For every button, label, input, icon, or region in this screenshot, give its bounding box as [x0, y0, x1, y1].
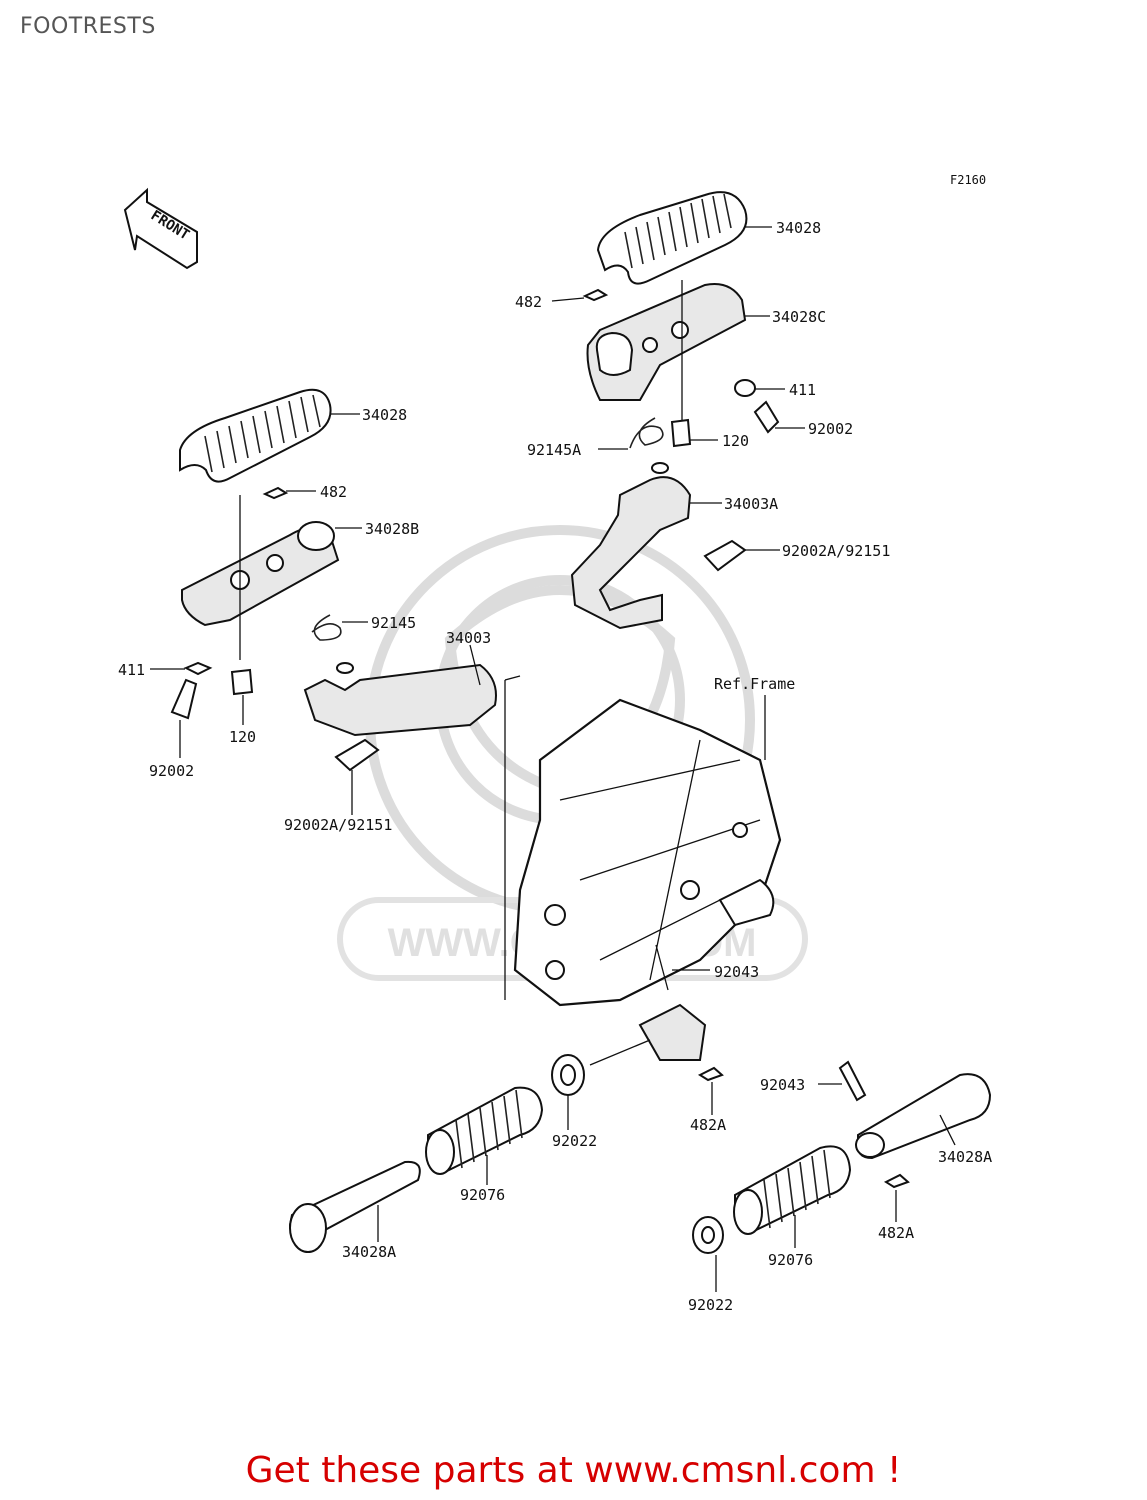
label-92076-a: 92076: [460, 1186, 505, 1204]
label-rl-482: 482: [320, 483, 347, 501]
label-rl-34028B: 34028B: [365, 520, 419, 538]
label-34028A-a: 34028A: [342, 1243, 396, 1261]
label-92022-a: 92022: [552, 1132, 597, 1150]
label-34028A-b: 34028A: [938, 1148, 992, 1166]
rubber-34028-right: [596, 191, 748, 285]
label-rr-411: 411: [789, 381, 816, 399]
label-rl-411: 411: [118, 661, 145, 679]
label-482A-a: 482A: [690, 1116, 726, 1134]
leader-lines: [150, 226, 956, 1292]
arm-34003A: [570, 476, 692, 630]
bolt-92002-right: [753, 400, 780, 434]
label-rl-34028: 34028: [362, 406, 407, 424]
page-title: FOOTRESTS: [20, 14, 156, 39]
nut-120-left: [230, 668, 254, 696]
label-rr-482: 482: [515, 293, 542, 311]
bracket-lower: [638, 1003, 707, 1061]
label-rl-92002: 92002: [149, 762, 194, 780]
label-rl-120: 120: [229, 728, 256, 746]
rubber-92076-a: [425, 1086, 544, 1175]
washer-411-left: [183, 661, 213, 676]
pin-92043-b: [838, 1060, 867, 1102]
label-ref-frame: Ref.Frame: [714, 675, 795, 693]
label-rr-34028: 34028: [776, 219, 821, 237]
ref-frame: [504, 675, 782, 1007]
label-92022-b: 92022: [688, 1296, 733, 1314]
rider-right-footrest: [570, 191, 780, 630]
label-rl-92002A: 92002A/92151: [284, 816, 392, 834]
label-92043-a: 92043: [714, 963, 759, 981]
washer-411-right: [734, 379, 756, 397]
spring-92145A: [629, 417, 664, 449]
label-rr-34003A: 34003A: [724, 495, 778, 513]
nut-120-right: [670, 418, 692, 448]
figure-code: F2160: [950, 173, 986, 187]
pin-482A-b: [883, 1173, 910, 1189]
label-rl-34003: 34003: [446, 629, 491, 647]
label-rl-92145: 92145: [371, 614, 416, 632]
bolt-92002A-right: [703, 539, 747, 572]
label-482A-b: 482A: [878, 1224, 914, 1242]
bolt-92002-left: [170, 678, 198, 720]
rider-left-footrest: [170, 388, 497, 772]
rubber-92076-b: [733, 1145, 852, 1235]
label-rr-92002: 92002: [808, 420, 853, 438]
arm-34003: [303, 663, 497, 737]
passenger-footrests: [288, 944, 992, 1254]
cta-link[interactable]: Get these parts at www.cmsnl.com !: [245, 1450, 902, 1491]
bolt-92002A-left: [334, 738, 380, 772]
spring-92145: [311, 614, 342, 641]
rubber-ribs-right: [624, 193, 732, 269]
label-rr-92145A: 92145A: [527, 441, 581, 459]
front-arrow-icon: FRONT: [123, 187, 198, 270]
rubber-34028-left: [179, 388, 332, 483]
label-92043-b: 92043: [760, 1076, 805, 1094]
pin-482A-a: [697, 1066, 724, 1082]
pin-482-right: [582, 288, 609, 302]
label-rr-92002A: 92002A/92151: [782, 542, 890, 560]
label-92076-b: 92076: [768, 1251, 813, 1269]
pin-482-left: [262, 486, 289, 500]
rubber-ribs-left: [204, 394, 321, 473]
label-rr-34028C: 34028C: [772, 308, 826, 326]
label-rr-120: 120: [722, 432, 749, 450]
